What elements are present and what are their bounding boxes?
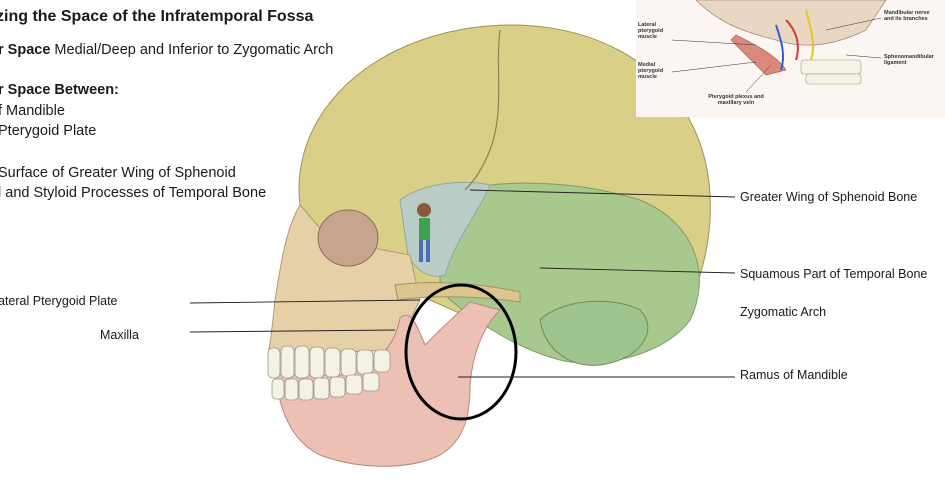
inset-mandibular-nerve-label: Mandibular nerve and its branches bbox=[884, 10, 930, 22]
highlight-circle bbox=[404, 283, 518, 421]
inset-medial-pterygoid-label: Medial pterygoid muscle bbox=[638, 62, 664, 80]
mandible bbox=[274, 301, 501, 467]
inset-diagram: Lateral pterygoid muscle Medial pterygoi… bbox=[636, 0, 945, 117]
label-squamous: Squamous Part of Temporal Bone bbox=[740, 267, 928, 281]
leader-maxilla bbox=[189, 329, 396, 333]
label-ramus: Ramus of Mandible bbox=[740, 368, 848, 382]
lower-teeth bbox=[271, 372, 380, 401]
inset-artwork bbox=[671, 0, 887, 93]
space-between-heading: r Space Between: bbox=[0, 82, 119, 98]
space-location-line: r Space Medial/Deep and Inferior to Zygo… bbox=[0, 42, 333, 58]
label-zygomatic-arch: Zygomatic Arch bbox=[740, 305, 827, 319]
space-location-text: Medial/Deep and Inferior to Zygomatic Ar… bbox=[50, 42, 334, 58]
label-maxilla: Maxilla bbox=[100, 328, 139, 342]
inset-pterygoid-plexus-label: Pterygoid plexus and maxillary vein bbox=[708, 94, 764, 106]
boundary-sphenoid: Surface of Greater Wing of Sphenoid bbox=[0, 165, 236, 181]
mastoid-region bbox=[539, 300, 649, 366]
inset-lateral-pterygoid-label: Lateral pterygoid muscle bbox=[638, 22, 664, 40]
cartoon-figure bbox=[417, 203, 431, 262]
slide-title: zing the Space of the Infratemporal Foss… bbox=[0, 8, 314, 25]
coronal-suture bbox=[464, 29, 501, 191]
leader-lateral-pterygoid bbox=[189, 299, 421, 304]
zygomatic-arch bbox=[394, 282, 521, 303]
orbit bbox=[317, 209, 379, 267]
leader-greater-wing bbox=[469, 189, 736, 198]
label-greater-wing: Greater Wing of Sphenoid Bone bbox=[740, 190, 918, 204]
boundary-pterygoid: Pterygoid Plate bbox=[0, 123, 97, 139]
inset-sphenomandibular-label: Sphenomandibular ligament bbox=[884, 54, 934, 66]
boundary-mandible: f Mandible bbox=[0, 103, 65, 119]
label-lateral-pterygoid: ateral Pterygoid Plate bbox=[0, 294, 118, 308]
space-location-bold: r Space bbox=[0, 42, 51, 58]
leader-squamous bbox=[539, 267, 736, 274]
upper-teeth bbox=[267, 345, 391, 379]
boundary-temporal: l and Styloid Processes of Temporal Bone bbox=[0, 185, 267, 201]
